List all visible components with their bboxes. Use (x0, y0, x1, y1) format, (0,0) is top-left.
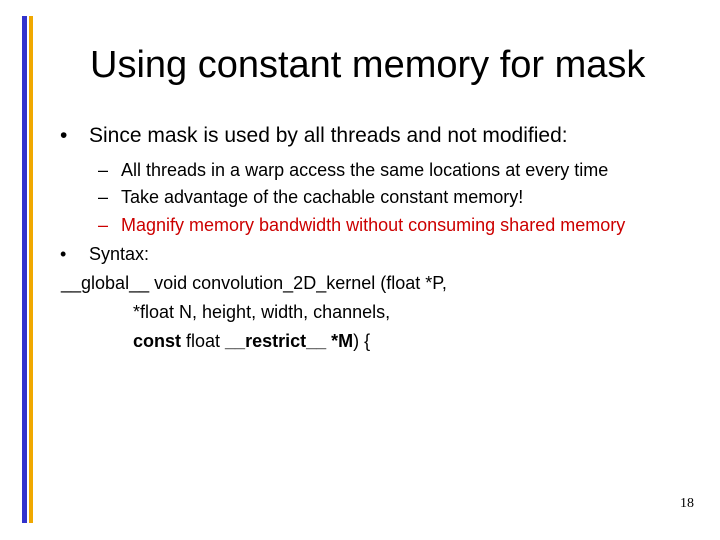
code-line-end: ) { (353, 331, 371, 351)
code-type-float: float (181, 331, 226, 351)
syntax-label: Syntax: (89, 244, 150, 264)
sub-bullet-marker: – (98, 215, 109, 235)
bullet-marker: • (60, 124, 68, 147)
code-param-m: *M (331, 331, 354, 351)
code-line-3: const float __restrict__ *M) { (133, 330, 370, 353)
bullet-marker: • (60, 244, 67, 264)
code-keyword-const: const (133, 331, 182, 351)
bullet-text: Since mask is used by all threads and no… (89, 124, 568, 147)
page-number: 18 (680, 496, 694, 511)
left-accent-bar-blue (22, 16, 27, 523)
sub-bullet-text: Take advantage of the cachable constant … (121, 187, 524, 207)
sub-bullet-marker: – (98, 160, 109, 180)
code-keyword-restrict: __restrict__ (225, 331, 327, 351)
sub-bullet-marker: – (98, 187, 109, 207)
code-line-2: *float N, height, width, channels, (133, 302, 391, 322)
sub-bullet-text: Magnify memory bandwidth without consumi… (121, 215, 626, 235)
left-accent-bar-gold (29, 16, 33, 523)
sub-bullet-text: All threads in a warp access the same lo… (121, 160, 609, 180)
code-line-1: __global__ void convolution_2D_kernel (f… (61, 273, 447, 293)
slide-title: Using constant memory for mask (90, 44, 646, 86)
